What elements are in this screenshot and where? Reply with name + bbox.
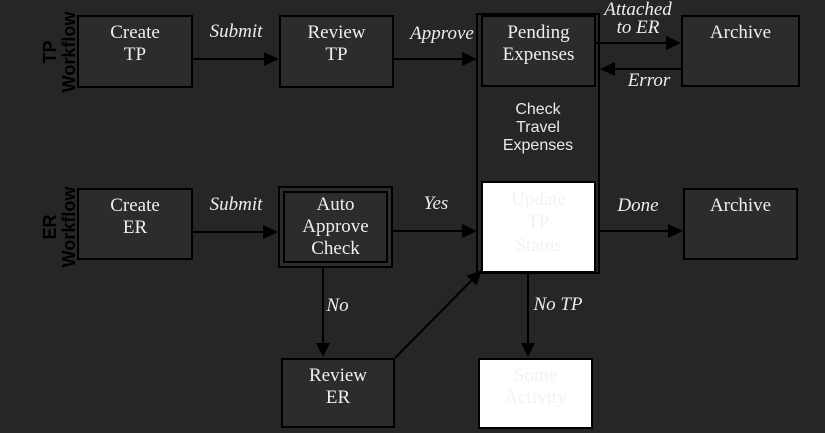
node-create-er: Create ER — [77, 188, 193, 260]
node-archive-top: Archive — [681, 15, 800, 87]
node-auto-approve-check: Auto Approve Check — [278, 186, 393, 268]
edge-label-submit-er: Submit — [209, 194, 263, 215]
node-review-er: Review ER — [281, 358, 395, 428]
edge-label-error: Error — [627, 70, 671, 91]
edge-label-yes: Yes — [423, 193, 449, 214]
node-pending-expenses: Pending Expenses — [481, 15, 596, 87]
edge-label-submit-tp: Submit — [209, 21, 263, 42]
arrow-yes — [393, 224, 477, 238]
edge-label-done: Done — [617, 195, 659, 216]
edge-label-no-tp: No TP — [533, 294, 583, 315]
edge-label-attached-to-er: Attached to ER — [604, 0, 672, 38]
node-create-tp: Create TP — [77, 15, 193, 88]
node-archive-bottom: Archive — [683, 188, 798, 260]
node-review-tp: Review TP — [279, 15, 394, 88]
node-check-travel-expenses-label: Check Travel Expenses — [502, 101, 574, 154]
node-update-tp-status: Update TP Status — [481, 181, 596, 273]
arrow-submit-tp — [193, 52, 279, 66]
arrow-approve — [394, 52, 477, 66]
arrow-done — [600, 224, 683, 238]
node-some-activity: Some Activity — [478, 358, 593, 429]
lane-label-er-workflow: ER Workflow — [40, 186, 79, 268]
arrow-submit-er — [193, 225, 278, 239]
arrow-no-tp — [521, 274, 535, 357]
lane-label-tp-workflow: TP Workflow — [40, 11, 79, 93]
arrow-review-er-to-update-tp-status — [394, 270, 482, 359]
edge-label-approve: Approve — [410, 23, 474, 44]
edge-label-no: No — [326, 295, 349, 316]
arrow-attached-to-er — [596, 36, 681, 50]
node-check-travel-expenses-container — [476, 13, 600, 274]
